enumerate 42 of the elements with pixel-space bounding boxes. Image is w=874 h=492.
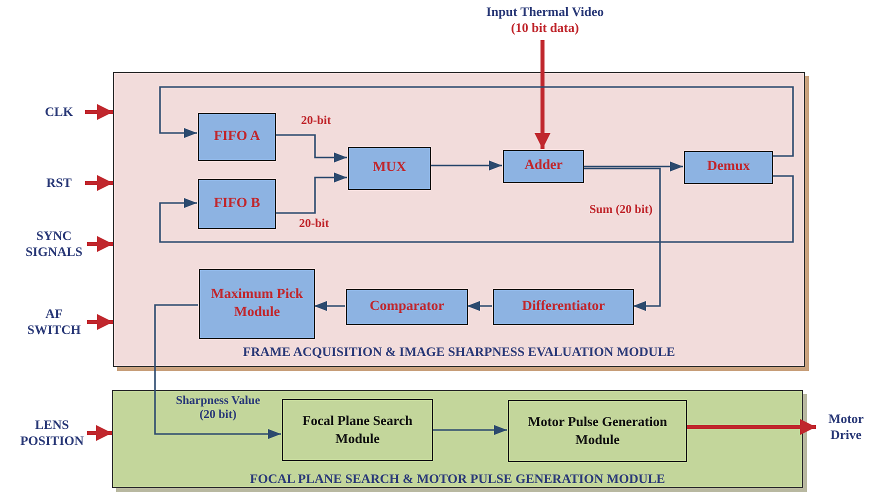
- arrow: [87, 425, 112, 441]
- signal-label: (10 bit data): [511, 20, 579, 36]
- edge-label: 20-bit: [300, 113, 332, 128]
- arrow: [85, 104, 113, 120]
- arrow: [275, 172, 347, 214]
- signal-label: RST: [36, 173, 82, 193]
- module-title: FRAME ACQUISITION & IMAGE SHARPNESS EVALUATION MODULE: [242, 344, 676, 360]
- arrow: [583, 162, 683, 172]
- process-block: FIFO B: [198, 179, 276, 229]
- signal-label: Motor Drive: [818, 409, 874, 445]
- process-block: Focal Plane Search Module: [282, 399, 433, 461]
- arrow: [154, 304, 281, 439]
- arrow: [275, 134, 347, 162]
- edge-label: Sum (20 bit): [588, 202, 654, 216]
- arrow: [583, 168, 661, 311]
- signal-label: CLK: [36, 102, 82, 122]
- process-block: FIFO A: [198, 113, 276, 161]
- arrow: [432, 425, 507, 435]
- arrow: [159, 86, 794, 157]
- arrow: [159, 175, 794, 243]
- arrow: [467, 301, 492, 311]
- arrow: [534, 40, 550, 149]
- process-block: Demux: [684, 151, 773, 184]
- arrow: [85, 175, 113, 191]
- signal-label: LENS POSITION: [20, 418, 84, 448]
- module-title: FOCAL PLANE SEARCH & MOTOR PULSE GENERATION MODULE: [248, 471, 666, 487]
- process-block: Comparator: [346, 289, 468, 325]
- process-block: Maximum Pick Module: [199, 269, 315, 339]
- process-block: Adder: [503, 150, 584, 183]
- arrow: [87, 314, 113, 330]
- signal-label: Input Thermal Video: [486, 4, 604, 20]
- arrow: [314, 301, 345, 311]
- edge-label: Sharpness Value (20 bit): [174, 393, 262, 422]
- edge-label: 20-bit: [298, 216, 330, 230]
- process-block: Differentiator: [493, 289, 634, 325]
- process-block: MUX: [348, 147, 431, 190]
- arrow: [430, 160, 502, 170]
- arrow: [686, 419, 816, 435]
- signal-label: SYNC SIGNALS: [24, 229, 84, 259]
- signal-label: AF SWITCH: [24, 307, 84, 337]
- arrow: [87, 236, 113, 252]
- process-block: Motor Pulse Generation Module: [508, 400, 687, 462]
